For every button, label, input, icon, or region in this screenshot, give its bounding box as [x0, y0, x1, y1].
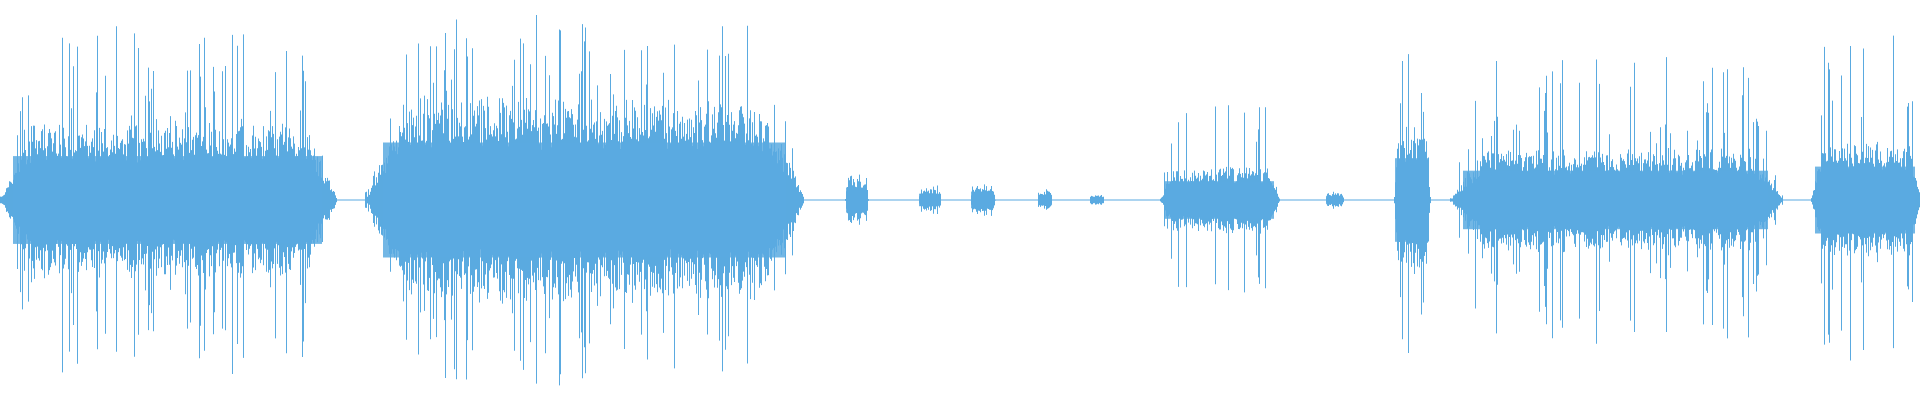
waveform-segment-core	[1395, 158, 1428, 242]
waveform-segment-core	[383, 142, 786, 258]
waveform-segment-core	[1815, 166, 1915, 234]
waveform-segment-core	[1165, 181, 1274, 219]
waveform-segment-core	[1090, 196, 1104, 204]
waveform-segment-core	[1463, 170, 1768, 230]
waveform-segment-core	[919, 193, 940, 207]
waveform-segment-core	[1038, 194, 1052, 206]
waveform-segment-core	[13, 156, 322, 244]
waveform-segment-core	[846, 187, 867, 213]
waveform-segment-core	[971, 191, 994, 209]
waveform-segment-core	[1326, 195, 1343, 205]
